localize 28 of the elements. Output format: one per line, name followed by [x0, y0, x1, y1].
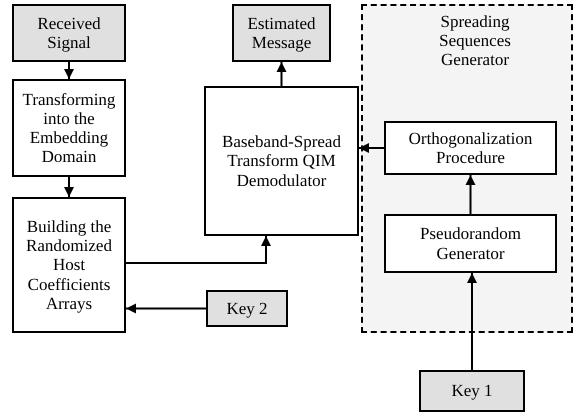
box-label: Received Signal	[36, 14, 102, 52]
dashed-group-container	[361, 4, 573, 333]
arrow	[126, 304, 206, 314]
process-box	[204, 86, 359, 236]
process-box	[12, 197, 126, 333]
box-label: Pseudorandom Generator	[418, 224, 522, 263]
terminal-box	[419, 370, 525, 412]
box-label: Baseband-Spread Transform QIM Demodulator	[221, 132, 342, 190]
group-title: Spreading Sequences Generator	[438, 12, 512, 70]
arrow	[64, 62, 74, 79]
process-box	[12, 79, 126, 177]
box-label: Key 2	[225, 298, 269, 318]
terminal-box	[232, 4, 331, 62]
arrow	[466, 175, 476, 214]
arrow	[276, 62, 286, 86]
box-label: Transforming into the Embedding Domain	[22, 90, 116, 166]
box-label: Estimated Message	[246, 14, 316, 52]
arrow	[64, 177, 74, 197]
box-label: Building the Randomized Host Coefficients Arrays	[25, 217, 113, 313]
arrow	[467, 273, 477, 370]
box-label: Orthogonalization Procedure	[408, 128, 534, 168]
process-box	[384, 121, 557, 175]
box-label: Key 1	[450, 381, 494, 401]
terminal-box	[12, 4, 126, 62]
arrow	[126, 236, 271, 264]
terminal-box	[206, 290, 288, 327]
process-box	[384, 214, 557, 273]
arrow	[359, 143, 384, 153]
